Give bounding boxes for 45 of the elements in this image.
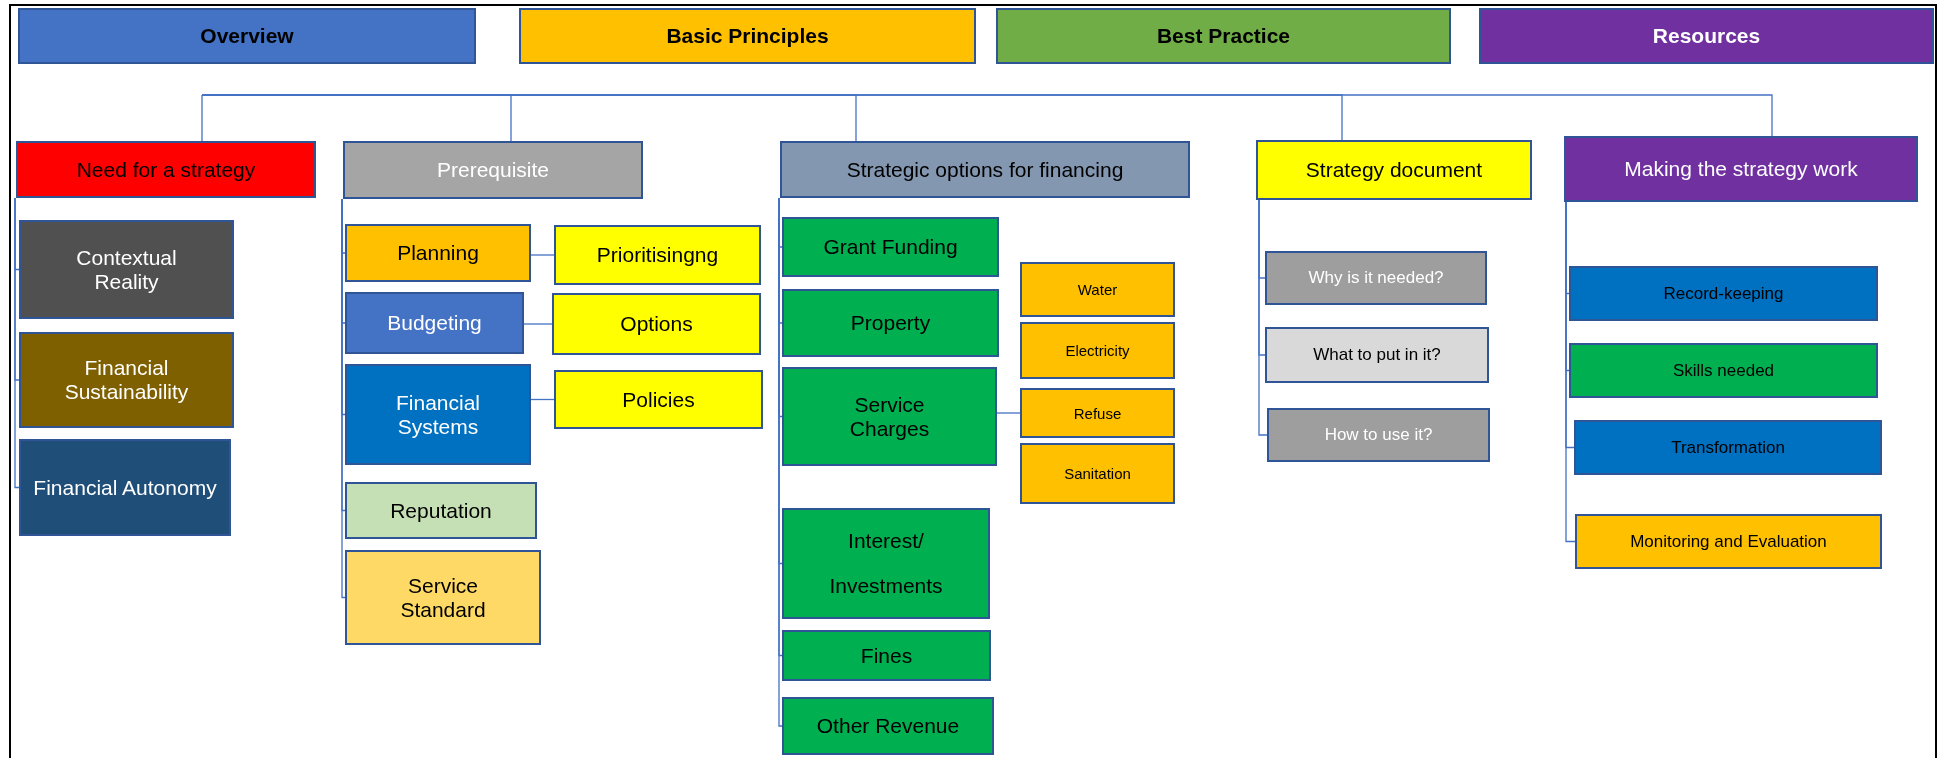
topic-box: Transformation <box>1574 420 1882 475</box>
connector-line <box>996 412 1021 414</box>
topic-box: Reputation <box>345 482 537 539</box>
topic-box: Financial Systems <box>345 364 531 465</box>
topic-box: Other Revenue <box>782 697 994 755</box>
topic-box: Record-keeping <box>1569 266 1878 321</box>
topic-box: Options <box>552 293 761 355</box>
connector-line <box>530 398 555 401</box>
tab: Resources <box>1479 8 1934 64</box>
topic-box: Sanitation <box>1020 443 1175 504</box>
topic-box: Grant Funding <box>782 217 999 277</box>
topic-box: Property <box>782 289 999 357</box>
connector-line <box>201 94 203 142</box>
topic-box: How to use it? <box>1267 408 1490 462</box>
topic-box: Contextual Reality <box>19 220 234 319</box>
topic-box: Refuse <box>1020 388 1175 438</box>
header-box: Strategy document <box>1256 140 1532 200</box>
header-box: Prerequisite <box>343 141 643 199</box>
topic-box: Why is it needed? <box>1265 251 1487 305</box>
topic-box: Water <box>1020 262 1175 317</box>
topic-box: Skills needed <box>1569 343 1878 398</box>
tab: Overview <box>18 8 476 64</box>
tab: Basic Principles <box>519 8 976 64</box>
connector-line <box>14 197 20 489</box>
topic-box: Service Standard <box>345 550 541 645</box>
header-box: Need for a strategy <box>16 141 316 198</box>
connector-line <box>1258 199 1268 436</box>
connector-line <box>523 323 553 325</box>
topic-box: What to put in it? <box>1265 327 1489 383</box>
topic-box: Policies <box>554 370 763 429</box>
topic-box: Service Charges <box>782 367 997 466</box>
topic-box: Financial Autonomy <box>19 439 231 536</box>
connector-line <box>530 254 555 256</box>
topic-box: Prioritisingng <box>554 225 761 285</box>
tab: Best Practice <box>996 8 1451 64</box>
topic-box: Financial Sustainability <box>19 332 234 428</box>
header-box: Making the strategy work <box>1564 136 1918 202</box>
topic-box: Fines <box>782 630 991 681</box>
topic-box: Interest/ Investments <box>782 508 990 619</box>
topic-box: Monitoring and Evaluation <box>1575 514 1882 569</box>
topic-box: Electricity <box>1020 322 1175 379</box>
connector-line <box>201 94 1773 137</box>
header-box: Strategic options for financing <box>780 141 1190 198</box>
topic-box: Budgeting <box>345 292 524 354</box>
topic-box: Planning <box>345 224 531 282</box>
